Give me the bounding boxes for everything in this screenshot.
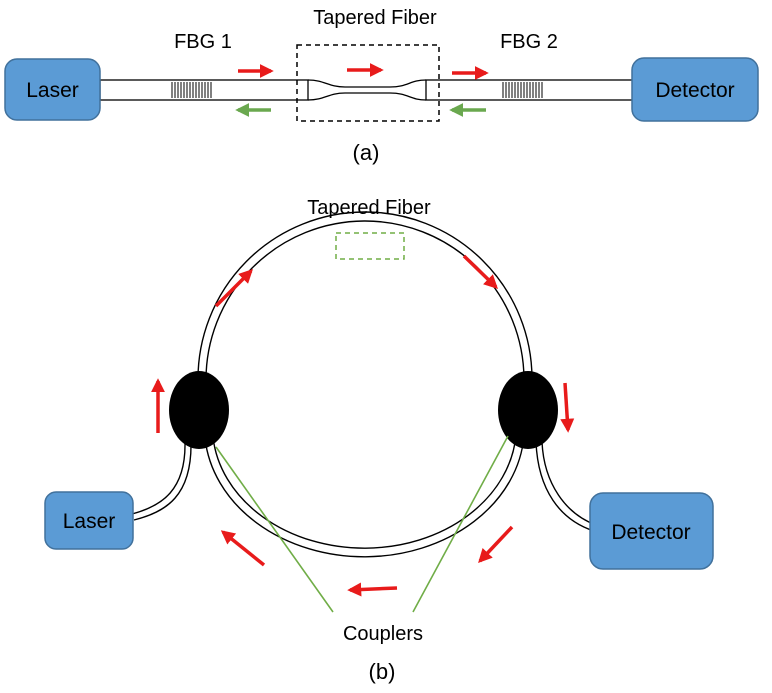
coupler-pointer-right bbox=[412, 435, 509, 613]
fbg2-label: FBG 2 bbox=[500, 31, 558, 53]
coupler-pointer-left bbox=[215, 446, 334, 613]
panel-b: Laser Detector Tapered Fiber Couplers (b… bbox=[44, 197, 714, 684]
laser-label-a: Laser bbox=[26, 79, 79, 102]
coupler-right bbox=[498, 371, 558, 449]
ring-arrow-2 bbox=[462, 254, 499, 289]
tapered-fiber-section bbox=[307, 79, 427, 101]
caption-a: (a) bbox=[353, 140, 380, 165]
detector-box-b: Detector bbox=[589, 492, 714, 570]
fiber-ring-upper bbox=[197, 211, 533, 382]
couplers-label: Couplers bbox=[343, 623, 423, 645]
laser-box-b: Laser bbox=[44, 491, 134, 550]
laser-label-b: Laser bbox=[63, 510, 116, 533]
detector-label-b: Detector bbox=[611, 521, 690, 544]
fbg1-grating bbox=[171, 82, 212, 98]
tapered-fiber-label-a: Tapered Fiber bbox=[313, 7, 437, 29]
fiber-left bbox=[99, 79, 309, 101]
fiber-right bbox=[425, 79, 637, 101]
fbg1-label: FBG 1 bbox=[174, 31, 232, 53]
laser-box-a: Laser bbox=[4, 58, 101, 121]
fiber-ring-lower bbox=[204, 434, 525, 558]
ring-arrow-5 bbox=[220, 530, 266, 567]
panel-a: Laser Detector FBG 1 FBG 2 Tapered Fiber… bbox=[4, 7, 759, 165]
ring-arrow-7 bbox=[347, 582, 398, 597]
fiber-lead-detector bbox=[535, 441, 597, 532]
tapered-fiber-box-a bbox=[296, 44, 440, 122]
ring-arrow-1 bbox=[214, 269, 253, 308]
ring-arrow-6 bbox=[478, 525, 514, 564]
tapered-fiber-box-b bbox=[335, 232, 405, 260]
caption-b: (b) bbox=[369, 659, 396, 684]
coupler-left bbox=[169, 371, 229, 449]
ring-arrow-4 bbox=[560, 382, 575, 433]
fiber-lead-laser bbox=[131, 441, 192, 521]
detector-box-a: Detector bbox=[631, 57, 759, 122]
fbg2-grating bbox=[502, 82, 543, 98]
tapered-fiber-label-b: Tapered Fiber bbox=[307, 197, 431, 219]
detector-label-a: Detector bbox=[655, 79, 734, 102]
